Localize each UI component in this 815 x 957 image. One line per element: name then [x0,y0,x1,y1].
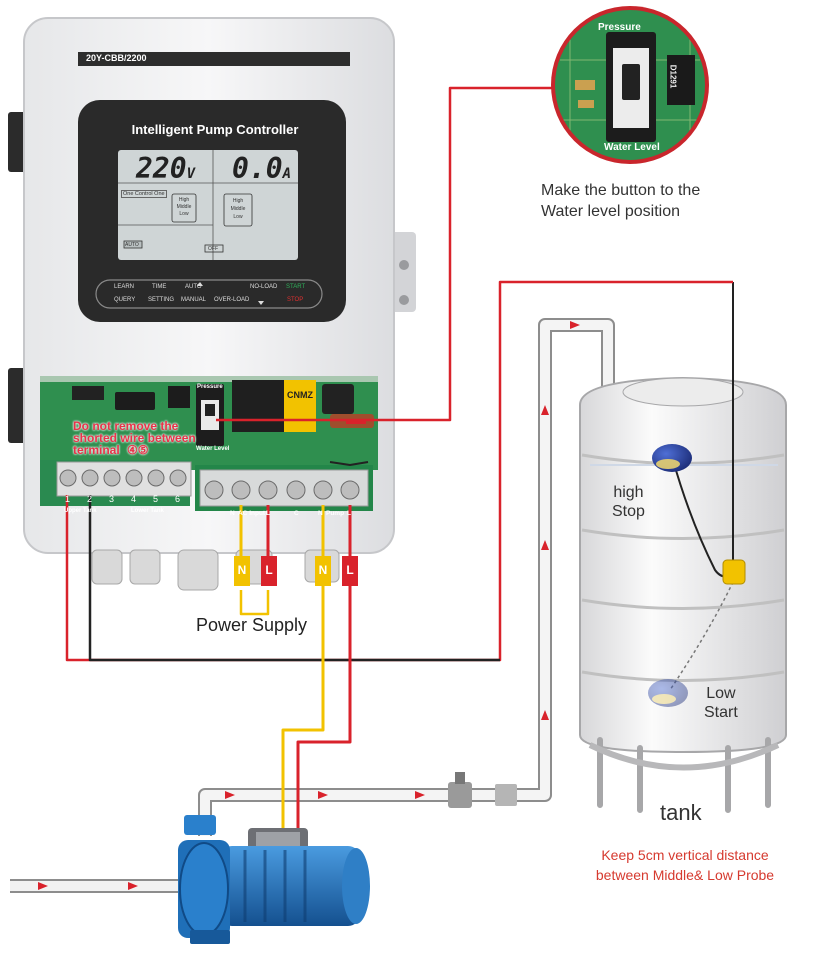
warning-line-2: shorted wire between [73,431,196,445]
lcd-current: 0.0A [232,152,291,185]
lcd-level-icons [123,193,253,253]
high-float-line-2: Stop [612,503,645,520]
time-button[interactable]: TIME [152,284,167,290]
lcd-voltage: 220V [136,152,195,185]
lcd-auto-tag: AUTO [125,242,139,248]
auto-button[interactable]: AUTO [185,284,202,290]
shorted-wire-warning: Do not remove the shorted wire between t… [73,420,213,456]
lcd-current-unit: A [282,166,292,182]
zoom-chip-label: D1291 [668,64,678,89]
c-label: C [294,510,299,517]
note-line-1: Keep 5cm vertical distance [601,847,769,863]
zoom-caption-line-1: Make the button to the [541,182,701,199]
zoom-caption: Make the button to the Water level posit… [541,180,700,222]
high-float [652,444,692,472]
no-load-indicator: NO-LOAD [250,284,278,290]
zoom-bottom-label: Water Level [604,142,660,153]
level-high: High [178,197,190,203]
terminal-5: 5 [153,494,159,504]
terminal-ref-4: ④ [127,443,138,457]
probe-distance-note: Keep 5cm vertical distance between Middl… [560,845,810,885]
wire-tag-n-power: N [237,563,247,577]
lcd-voltage-value: 220 [136,152,187,185]
tank-label: tank [660,800,702,825]
start-button[interactable]: START [286,284,306,290]
terminal-block-left [56,461,192,497]
setting-button[interactable]: SETTING [148,297,175,303]
manual-button[interactable]: MANUAL [181,297,207,303]
switch-label-top: Pressure [197,384,223,390]
warning-line-3: terminal ④⑤ [73,444,213,456]
low-float [648,679,688,707]
float-weight [722,559,746,585]
pipe-valve [448,772,517,808]
lcd-off-tag: OFF [208,246,218,252]
ac-input-label: AC Input [238,510,266,517]
zoom-caption-line-2: Water level position [541,203,681,220]
warning-terminal-word: terminal [73,443,120,457]
note-line-2: between Middle& Low Probe [595,867,775,883]
switch-label-bottom: Water Level [196,446,230,452]
ac-l-label: L [266,510,270,517]
water-tank [579,376,787,813]
model-label: 20Y-CBB/2200 [86,53,147,63]
terminal-2: 2 [87,494,93,504]
group-label-lower: Lower Tank [131,508,164,514]
relay-brand: CNMZ [287,390,313,400]
wire-tag-l-pump: L [346,563,354,577]
terminal-1: 1 [65,494,71,504]
water-pump [178,815,370,944]
overload-indicator: OVER-LOAD [214,297,250,303]
terminal-6: 6 [175,494,181,504]
terminal-ref-5: ⑤ [137,443,149,457]
pump-n-label: N [318,510,323,517]
lcd-current-value: 0.0 [232,152,283,185]
high-float-label: high Stop [612,483,645,521]
stop-button[interactable]: STOP [287,297,304,303]
low-float-line-2: Start [704,704,738,721]
lcd-levels-right: High Middle Low [226,197,250,221]
zoom-detail [551,6,709,164]
low-float-label: Low Start [704,684,738,722]
lcd-voltage-unit: V [186,166,196,182]
power-supply-label: Power Supply [196,615,308,635]
group-label-upper: Upper Tank [64,508,97,514]
pump-label: Pump [326,510,345,517]
wires [65,86,733,830]
lcd-levels-left: High Middle Low [173,197,195,218]
terminal-4: 4 [131,494,137,504]
ac-n-label: N [230,510,235,517]
flow-arrows [38,321,580,890]
pump-l-label: L [347,510,351,517]
wire-tag-backs [234,556,358,586]
level-low: Low [179,211,189,217]
level-low-right: Low [233,214,243,220]
query-button[interactable]: QUERY [114,297,136,303]
wire-tag-n-pump: N [318,563,328,577]
led-indicators [197,282,264,305]
zoom-top-label: Pressure [598,22,641,33]
wire-tag-l-power: L [265,563,273,577]
level-high-right: High [232,198,244,204]
level-middle: Middle [176,204,192,210]
terminal-block-right [199,469,369,507]
warning-line-1: Do not remove the [73,419,179,433]
lcd-mode: One Control One [121,190,167,198]
controller-title: Intelligent Pump Controller [131,122,299,137]
low-float-line-1: Low [706,685,736,702]
learn-button[interactable]: LEARN [114,284,135,290]
terminal-3: 3 [109,494,115,504]
high-float-line-1: high [613,484,644,501]
level-middle-right: Middle [230,206,246,212]
